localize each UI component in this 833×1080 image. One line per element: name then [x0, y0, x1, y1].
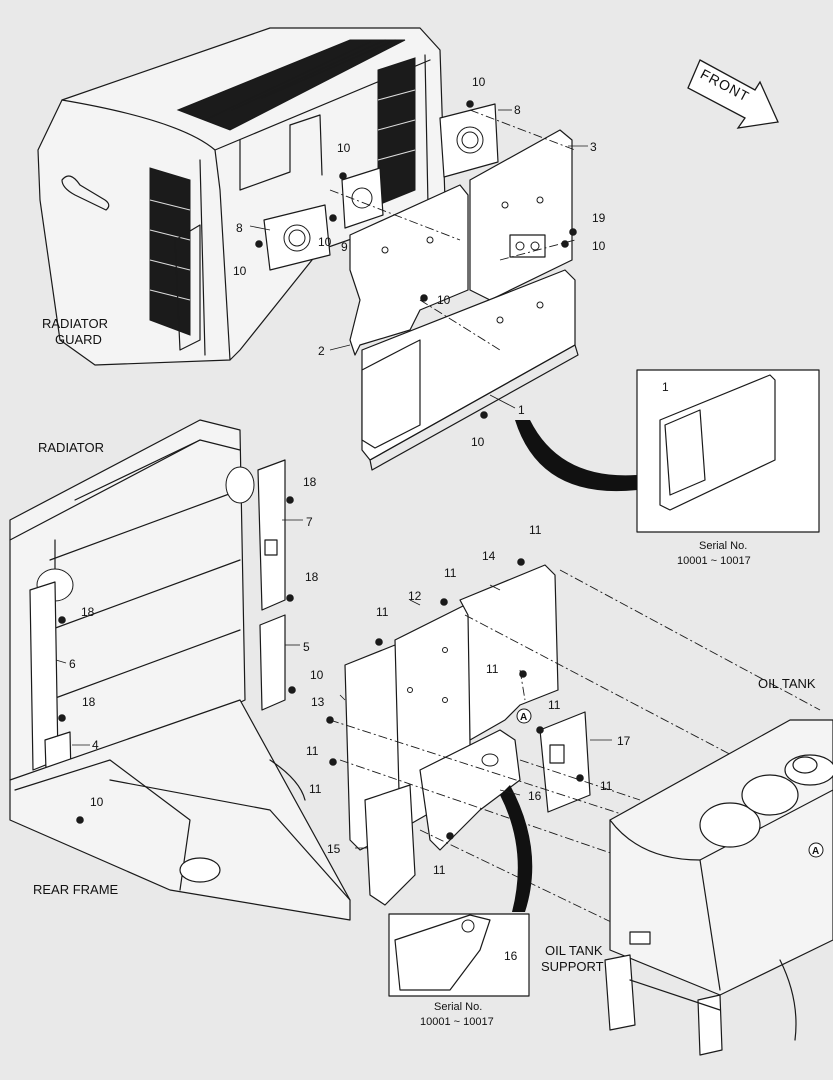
assembly-labels: RADIATOR GUARD RADIATOR REAR FRAME OIL T…	[33, 316, 816, 974]
flange-8-right	[439, 103, 499, 178]
label-radiator-guard-1: RADIATOR	[42, 316, 108, 331]
rear-frame-assembly	[9, 699, 351, 921]
callout-2: 2	[318, 344, 325, 358]
side-grille	[149, 167, 191, 336]
label-oil-tank-support-2: SUPPORT	[541, 959, 604, 974]
front-direction-arrow: FRONT	[687, 59, 779, 129]
callout-11: 11	[548, 698, 561, 712]
svg-text:Serial No.: Serial No.	[699, 540, 747, 552]
guard-handle	[61, 175, 110, 211]
svg-text:A: A	[812, 846, 819, 857]
callout-9: 9	[341, 240, 348, 254]
plate-2	[349, 184, 469, 356]
flange-9	[341, 167, 384, 229]
callout-11: 11	[444, 566, 457, 580]
callout-18: 18	[81, 605, 95, 619]
label-oil-tank: OIL TANK	[758, 676, 816, 691]
reference-mark-a: A	[516, 708, 532, 724]
callout-19: 19	[592, 211, 606, 225]
callout-11: 11	[433, 863, 446, 877]
inset-part-16	[388, 785, 533, 997]
callout-17: 17	[617, 734, 631, 748]
oil-tank-support	[604, 954, 797, 1056]
callout-11: 11	[600, 779, 613, 793]
callout-11: 11	[309, 782, 322, 796]
bolts	[58, 100, 584, 840]
callout-13: 13	[311, 695, 325, 709]
rear-grille	[377, 57, 416, 206]
svg-text:A: A	[520, 712, 527, 723]
plate-3	[469, 129, 573, 301]
inset-part-1	[515, 369, 820, 533]
guard-side-handle	[174, 224, 201, 351]
callout-10: 10	[471, 435, 485, 449]
callout-10: 10	[592, 239, 606, 253]
callout-7: 7	[306, 515, 313, 529]
callout-16: 16	[528, 789, 542, 803]
serial-info-inset-1: Serial No. 10001 ~ 10017	[677, 540, 751, 567]
plate-14	[459, 564, 559, 741]
callout-12: 12	[408, 589, 422, 603]
callout-4: 4	[92, 738, 99, 752]
oil-tank-assembly	[609, 719, 833, 996]
callout-10: 10	[233, 264, 247, 278]
callout-11: 11	[376, 605, 389, 619]
callout-10: 10	[472, 75, 486, 89]
top-grille	[176, 39, 406, 131]
svg-text:10001 ~ 10017: 10001 ~ 10017	[677, 555, 751, 567]
callout-1-inset: 1	[662, 380, 669, 394]
callout-10: 10	[437, 293, 451, 307]
callouts: 10 8 3 10 8 10 9 10 19 10 10 2 1 10 1 18…	[69, 75, 669, 963]
plate-1	[361, 269, 579, 471]
callout-10: 10	[90, 795, 104, 809]
callout-18: 18	[82, 695, 96, 709]
callout-8: 8	[514, 103, 521, 117]
label-rear-frame: REAR FRAME	[33, 882, 119, 897]
callout-11: 11	[529, 523, 542, 537]
flange-8-left	[263, 204, 331, 271]
callout-1: 1	[518, 403, 525, 417]
plate-15	[364, 784, 416, 906]
callout-18: 18	[303, 475, 317, 489]
bracket-5	[259, 614, 286, 711]
serial-info-inset-16: Serial No. 10001 ~ 10017	[420, 1001, 494, 1028]
callout-18: 18	[305, 570, 319, 584]
callout-3: 3	[590, 140, 597, 154]
radiator-guard-assembly	[37, 27, 446, 366]
callout-5: 5	[303, 640, 310, 654]
callout-10: 10	[337, 141, 351, 155]
bracket-7	[257, 459, 286, 611]
callout-8: 8	[236, 221, 243, 235]
leader-lines	[55, 109, 612, 849]
svg-text:10001 ~ 10017: 10001 ~ 10017	[420, 1016, 494, 1028]
callout-6: 6	[69, 657, 76, 671]
svg-text:Serial No.: Serial No.	[434, 1001, 482, 1013]
label-radiator-guard-2: GUARD	[55, 332, 102, 347]
bracket-17	[539, 711, 591, 813]
callout-10: 10	[310, 668, 324, 682]
callout-14: 14	[482, 549, 496, 563]
callout-16-inset: 16	[504, 949, 518, 963]
callout-11: 11	[306, 744, 319, 758]
label-oil-tank-support-1: OIL TANK	[545, 943, 603, 958]
label-radiator: RADIATOR	[38, 440, 104, 455]
reference-mark-a-tank: A	[808, 842, 824, 858]
callout-11: 11	[486, 662, 499, 676]
callout-10: 10	[318, 235, 332, 249]
callout-15: 15	[327, 842, 341, 856]
